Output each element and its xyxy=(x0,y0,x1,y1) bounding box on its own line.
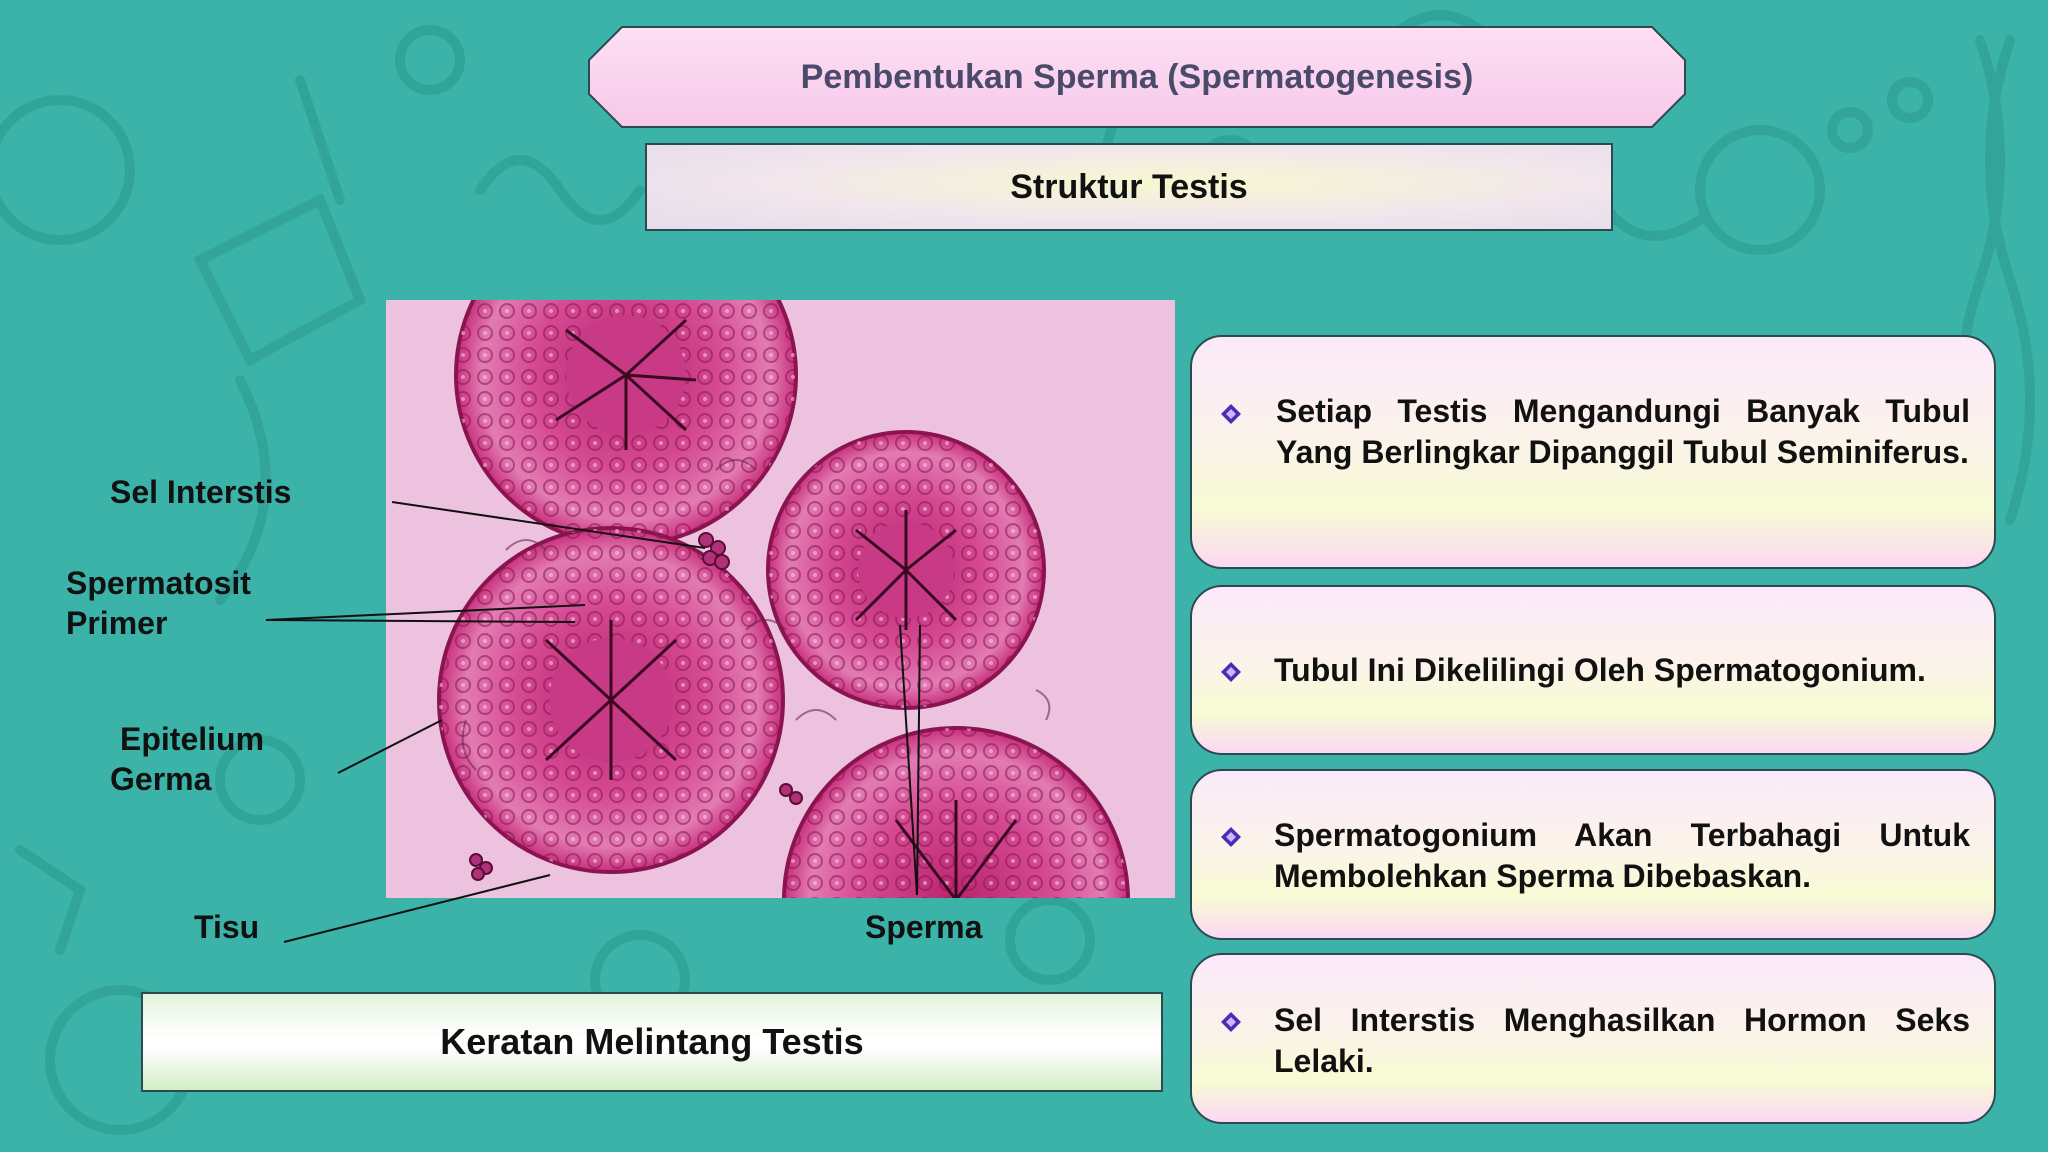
info-card-3: Spermatogonium Akan Terbahagi Untuk Memb… xyxy=(1190,769,1996,940)
tubule-right xyxy=(766,430,1046,710)
label-epitelium-line1: Epitelium xyxy=(120,721,265,757)
label-spermatosit-line2: Primer xyxy=(66,605,168,641)
diamond-bullet-icon xyxy=(1221,404,1241,424)
label-epitelium-germa: Epitelium Germa xyxy=(110,719,264,799)
subtitle-box: Struktur Testis xyxy=(645,143,1613,231)
info-card-1-text: Setiap Testis Mengandungi Banyak Tubul Y… xyxy=(1276,393,1970,470)
label-spermatosit-primer: Spermatosit Primer xyxy=(66,563,251,643)
image-caption-box: Keratan Melintang Testis xyxy=(141,992,1163,1092)
info-card-3-text: Spermatogonium Akan Terbahagi Untuk Memb… xyxy=(1274,817,1970,894)
info-card-2-text: Tubul Ini Dikelilingi Oleh Spermatogoniu… xyxy=(1274,652,1926,688)
diamond-bullet-icon xyxy=(1221,662,1241,682)
label-sel-interstis: Sel Interstis xyxy=(110,474,292,510)
label-spermatosit-line1: Spermatosit xyxy=(66,565,251,601)
label-epitelium-line2: Germa xyxy=(110,761,212,797)
image-caption: Keratan Melintang Testis xyxy=(440,1021,864,1062)
subtitle-text: Struktur Testis xyxy=(1010,167,1248,206)
testis-cross-section-image xyxy=(386,300,1175,898)
label-tisu: Tisu xyxy=(194,909,260,945)
tubule-top-left xyxy=(454,300,798,547)
title-banner: Pembentukan Sperma (Spermatogenesis) xyxy=(588,26,1686,128)
page-title: Pembentukan Sperma (Spermatogenesis) xyxy=(800,57,1474,96)
tubule-bottom-right xyxy=(782,726,1130,898)
info-card-2: Tubul Ini Dikelilingi Oleh Spermatogoniu… xyxy=(1190,585,1996,755)
info-card-4-text: Sel Interstis Menghasilkan Hormon Seks L… xyxy=(1274,1002,1970,1079)
info-card-1: Setiap Testis Mengandungi Banyak Tubul Y… xyxy=(1190,335,1996,569)
info-card-4: Sel Interstis Menghasilkan Hormon Seks L… xyxy=(1190,953,1996,1124)
label-sperma: Sperma xyxy=(865,909,983,945)
diamond-bullet-icon xyxy=(1221,827,1241,847)
diamond-bullet-icon xyxy=(1221,1012,1241,1032)
tubule-bottom-left xyxy=(437,526,785,874)
